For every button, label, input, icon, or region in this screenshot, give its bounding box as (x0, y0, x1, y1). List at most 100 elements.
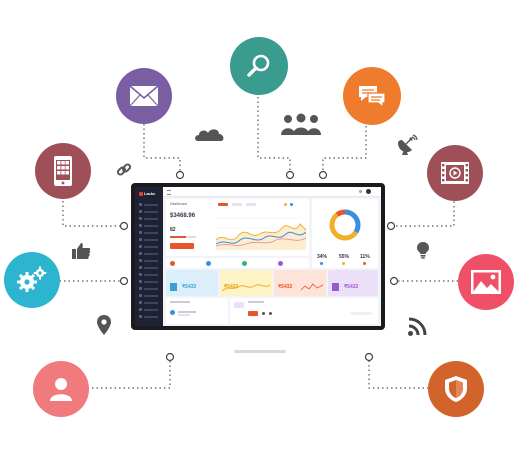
shield-circle (428, 361, 484, 417)
status-icon (278, 260, 283, 266)
metric-tile: ₹5432 (220, 270, 272, 296)
mobile-phone-icon (54, 156, 72, 186)
view-report-button[interactable] (170, 243, 194, 249)
chart-tabs (218, 203, 298, 206)
list-text-bar (178, 314, 190, 316)
chart-tab[interactable] (232, 203, 242, 206)
status-icon (242, 260, 247, 266)
sidebar-item[interactable] (139, 217, 159, 220)
image-circle (458, 254, 514, 310)
list-avatar (170, 310, 175, 315)
metric-tile: ₹5432 (328, 270, 378, 296)
stat-label: 11% (360, 254, 370, 260)
video-film-icon (441, 162, 469, 184)
tile-line-chart (301, 283, 323, 291)
media-control[interactable] (262, 312, 265, 315)
video-circle (427, 145, 483, 201)
tile-value: ₹5432 (344, 284, 359, 290)
tile-value: ₹5432 (182, 284, 197, 290)
stat-dot (363, 262, 366, 265)
tile-line-chart (222, 284, 270, 292)
metric-tile: ₹5432 (166, 270, 218, 296)
user-icon (50, 378, 72, 401)
sidebar-item[interactable] (139, 231, 159, 234)
orders-value: 82 (170, 227, 176, 233)
topbar-menu-icon[interactable] (167, 190, 171, 195)
satellite-dish-icon (398, 134, 418, 155)
dashboard-topbar (163, 187, 381, 197)
tile-chart-icon (332, 283, 339, 291)
status-icon (170, 260, 175, 266)
settings-circle (4, 252, 60, 308)
list-card (166, 298, 228, 324)
revenue-card: Dashboard $3468.96 82 (166, 199, 309, 256)
user-circle (33, 361, 89, 417)
cloud-icon (195, 129, 224, 141)
sidebar-item[interactable] (139, 266, 159, 269)
brand-logo: Lackc (139, 191, 155, 196)
donut-card: 34% 55% 11% (312, 199, 378, 268)
mail-circle (116, 68, 172, 124)
chat-bubbles-icon (359, 86, 386, 109)
sidebar-item[interactable] (139, 308, 159, 311)
media-action-button[interactable] (248, 311, 258, 316)
stat-label: 34% (317, 254, 328, 260)
laptop-base (234, 350, 286, 353)
sidebar-item[interactable] (139, 273, 159, 276)
media-progress (350, 312, 372, 315)
list-heading-bar (170, 301, 190, 303)
stat-dot (320, 262, 323, 265)
search-circle (230, 37, 288, 95)
sidebar-item[interactable] (139, 252, 159, 255)
donut-segment (329, 209, 361, 241)
sidebar-item[interactable] (139, 224, 159, 227)
dashboard-sidebar: Lackc (135, 187, 163, 326)
image-icon (471, 270, 501, 294)
revenue-value: $3468.96 (170, 213, 196, 219)
mobile-circle (35, 143, 91, 199)
sidebar-item[interactable] (139, 287, 159, 290)
sidebar-item[interactable] (139, 238, 159, 241)
notification-icon[interactable] (359, 190, 362, 193)
line-chart (216, 217, 306, 250)
sidebar-item[interactable] (139, 301, 159, 304)
sidebar-item[interactable] (139, 203, 159, 206)
donut-chart (329, 209, 361, 241)
brand-name: Lackc (144, 191, 156, 196)
gears-icon (17, 266, 47, 292)
chart-tab[interactable] (218, 203, 228, 206)
sidebar-item[interactable] (139, 259, 159, 262)
location-pin-icon (97, 315, 111, 335)
sidebar-item[interactable] (139, 245, 159, 248)
mail-icon (129, 85, 159, 107)
orders-bar (170, 236, 196, 238)
chart-legend-dot (290, 203, 293, 206)
stat-label: 55% (339, 254, 350, 260)
tile-value: ₹5432 (278, 284, 293, 290)
tile-chart-icon (170, 283, 177, 291)
card-heading: Dashboard (170, 202, 188, 206)
sidebar-item[interactable] (139, 210, 159, 213)
thumbs-up-icon (72, 243, 91, 259)
status-row (166, 258, 309, 268)
status-icon (206, 260, 211, 266)
chart-tab[interactable] (246, 203, 256, 206)
sidebar-item[interactable] (139, 294, 159, 297)
rss-icon (408, 317, 427, 336)
users-group-icon (281, 113, 321, 135)
lightbulb-icon (417, 242, 429, 259)
metric-tile: ₹5432 (274, 270, 326, 296)
dashboard: Lackc (135, 187, 381, 326)
media-card (230, 298, 378, 324)
media-heading-bar (248, 301, 264, 303)
donut-segment (329, 209, 361, 241)
sidebar-item[interactable] (139, 280, 159, 283)
link-icon (116, 163, 132, 176)
media-control[interactable] (269, 312, 272, 315)
list-text-bar (178, 311, 196, 313)
media-thumb (234, 302, 244, 308)
avatar[interactable] (366, 189, 371, 194)
sidebar-item[interactable] (139, 315, 159, 318)
laptop-screen: Lackc (131, 183, 385, 330)
